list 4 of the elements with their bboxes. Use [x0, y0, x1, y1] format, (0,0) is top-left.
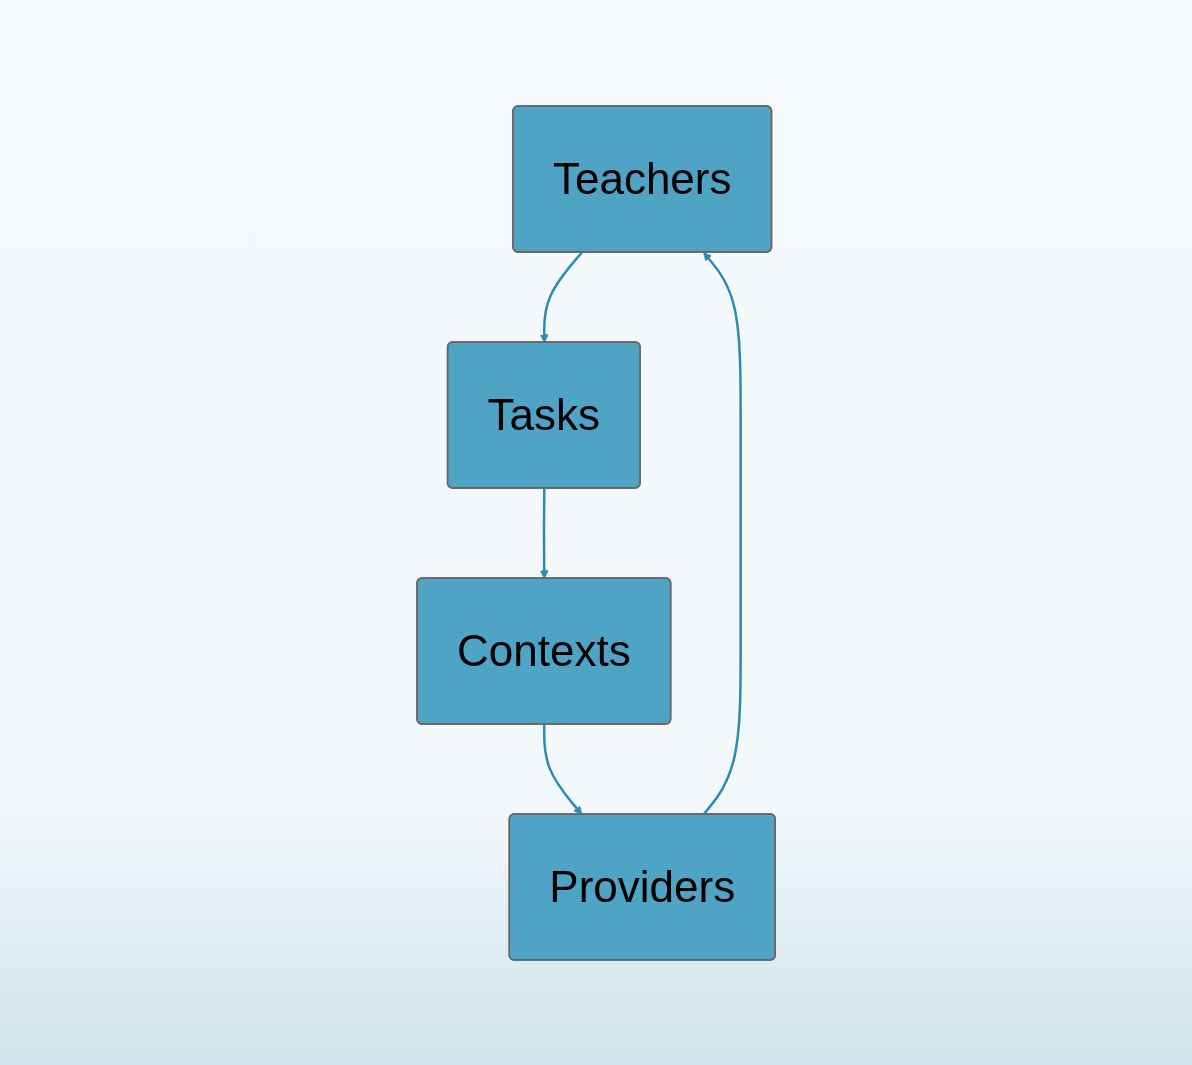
arrow [539, 488, 549, 579]
arrow [539, 251, 583, 343]
arrow [702, 251, 742, 815]
arrow [542, 723, 583, 815]
